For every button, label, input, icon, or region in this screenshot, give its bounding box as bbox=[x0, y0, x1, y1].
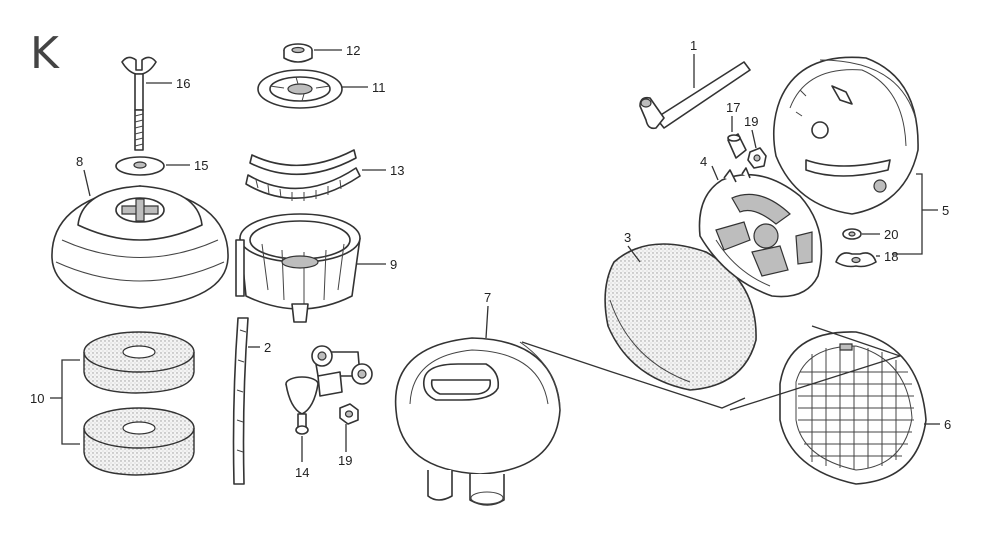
callout-2: 2 bbox=[264, 340, 271, 355]
callout-11: 11 bbox=[372, 80, 386, 95]
foam-element-lower-part bbox=[83, 407, 195, 476]
wing-nut-part bbox=[835, 252, 877, 268]
foam-element-upper-part bbox=[83, 331, 195, 394]
callout-1: 1 bbox=[690, 38, 697, 53]
callout-19-lower: 19 bbox=[338, 453, 352, 468]
callout-19-upper: 19 bbox=[744, 114, 758, 129]
band-part bbox=[245, 149, 361, 201]
callout-13: 13 bbox=[390, 163, 404, 178]
filter-element-part bbox=[604, 243, 757, 391]
callout-7: 7 bbox=[484, 290, 491, 305]
element-holder-part bbox=[698, 167, 823, 298]
grommet-part bbox=[283, 43, 313, 63]
washer-right-part bbox=[842, 228, 862, 240]
grille-cover-part bbox=[779, 331, 927, 485]
callout-8: 8 bbox=[76, 154, 83, 169]
nut-lower-part bbox=[339, 403, 359, 425]
washer-part bbox=[115, 156, 165, 176]
drain-fitting-part bbox=[285, 345, 373, 435]
collar-part bbox=[727, 133, 747, 159]
callout-12: 12 bbox=[346, 43, 360, 58]
callout-10: 10 bbox=[30, 391, 44, 406]
callout-20: 20 bbox=[884, 227, 898, 242]
callout-16: 16 bbox=[176, 76, 190, 91]
callout-17: 17 bbox=[726, 100, 740, 115]
tube-part bbox=[232, 317, 249, 485]
callout-15: 15 bbox=[194, 158, 208, 173]
callout-3: 3 bbox=[624, 230, 631, 245]
callout-6: 6 bbox=[944, 417, 951, 432]
callout-9: 9 bbox=[390, 257, 397, 272]
breather-tube-part bbox=[639, 61, 751, 130]
air-cleaner-cover-part bbox=[51, 185, 229, 309]
callout-4: 4 bbox=[700, 154, 707, 169]
wing-bolt-part bbox=[121, 56, 157, 151]
back-plate-part bbox=[772, 56, 919, 215]
air-cleaner-base-part bbox=[394, 337, 561, 506]
callout-5: 5 bbox=[942, 203, 949, 218]
callout-18: 18 bbox=[884, 249, 898, 264]
section-letter: K bbox=[30, 28, 60, 79]
plate-part bbox=[257, 69, 343, 109]
air-cleaner-case-part bbox=[235, 213, 361, 323]
callout-14: 14 bbox=[295, 465, 309, 480]
nut-upper-part bbox=[747, 147, 767, 169]
